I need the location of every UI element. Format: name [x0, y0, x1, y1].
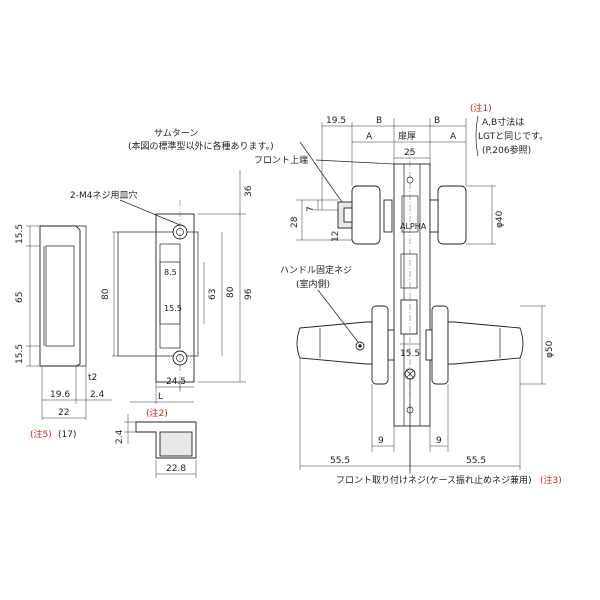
dim-55-5-left: 55.5: [330, 456, 350, 466]
label-door-thickness: 扉厚: [398, 130, 416, 142]
dim-55-5-right: 55.5: [466, 456, 486, 466]
lock-body-view: ALPHA: [296, 150, 524, 440]
dim-phi-50: φ50: [545, 340, 555, 358]
dim-9-right: 9: [436, 436, 442, 446]
note-1-line-1: A,B寸法は: [482, 116, 524, 128]
note-1-line-3: (P.206参照): [482, 144, 531, 156]
dim-B-right: B: [434, 116, 440, 126]
dim-A-left: A: [366, 132, 373, 142]
dim-9-left: 9: [378, 436, 384, 446]
dim-19-6: 19.6: [50, 390, 70, 400]
lock-body-dims: 19.5 B B A 扉厚 A 25 28 7 12 φ40 φ50 15.5: [290, 116, 555, 470]
note-1-line-2: LGTと同じです。: [478, 131, 548, 142]
note-1: (注1): [470, 102, 492, 114]
strike-front-dims: 2-M4ネジ用皿穴 80 8.5 15.5 63 80 96 36 24.5 L…: [70, 170, 254, 419]
dim-24-5: 24.5: [166, 377, 186, 387]
dim-80-right: 80: [226, 286, 236, 298]
dim-15-5-bottom: 15.5: [15, 344, 25, 364]
label-thumbturn-note: (本図の標準型以外に各種あります。): [128, 140, 274, 152]
dim-65: 65: [15, 292, 25, 303]
dim-25: 25: [404, 148, 415, 158]
dim-15-5-top: 15.5: [15, 224, 25, 244]
dim-36: 36: [244, 185, 254, 197]
dim-96: 96: [244, 288, 254, 300]
dim-22: 22: [58, 408, 69, 418]
label-front-screw: フロント取り付けネジ(ケース振れ止めネジ兼用): [336, 474, 532, 486]
brand-label: ALPHA: [400, 222, 427, 231]
label-front-top: フロント上端: [254, 154, 308, 166]
dim-A-right: A: [450, 132, 457, 142]
note-5-value: (17): [58, 430, 76, 440]
strike-side-dims: 15.5 65 15.5 t2 19.6 2.4 22 (注5) (17): [15, 224, 112, 440]
dim-12: 12: [331, 231, 341, 242]
dim-80-left: 80: [101, 288, 111, 300]
note-2: (注2): [146, 407, 168, 419]
dim-L: L: [158, 392, 163, 402]
dim-15-5-strike: 15.5: [164, 304, 182, 313]
dim-22-8: 22.8: [166, 464, 186, 474]
note-3: (注3): [540, 474, 562, 486]
dim-15-5-handle: 15.5: [400, 349, 420, 359]
handle-screw-icon: [358, 344, 362, 348]
label-handle-screw: ハンドル固定ネジ: [280, 264, 352, 276]
dim-7: 7: [306, 206, 316, 212]
label-thumbturn: サムターン: [154, 128, 198, 139]
callouts: サムターン (本図の標準型以外に各種あります。) フロント上端 ハンドル固定ネジ…: [128, 102, 562, 486]
note-5: (注5): [30, 428, 52, 440]
dim-B-left: B: [376, 116, 382, 126]
strike-side-view: [39, 225, 87, 367]
dim-2-4-box: 2.4: [115, 429, 125, 444]
strike-box-view: 2.4 22.8: [115, 414, 197, 478]
dim-28: 28: [290, 216, 300, 228]
dim-8-5: 8.5: [164, 268, 177, 277]
dim-2-4-side: 2.4: [90, 390, 105, 400]
dim-19-5: 19.5: [326, 116, 346, 126]
label-screw-hole: 2-M4ネジ用皿穴: [70, 189, 137, 201]
label-handle-screw-sub: (室内側): [296, 278, 330, 290]
strike-front-view: [117, 200, 199, 392]
dim-phi-40: φ40: [495, 210, 505, 228]
dim-t2: t2: [88, 373, 97, 383]
dim-63: 63: [208, 289, 218, 300]
